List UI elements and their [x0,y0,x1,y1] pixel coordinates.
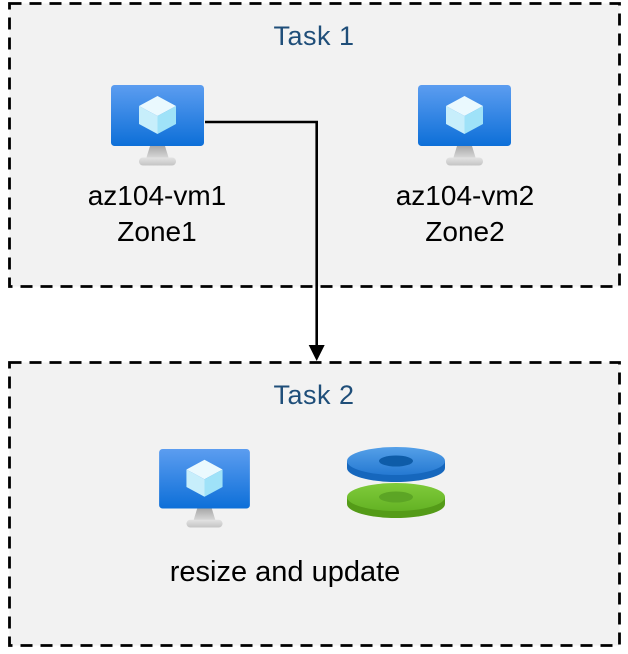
vm-zone: Zone2 [425,216,505,247]
vm-name: az104-vm2 [395,180,535,211]
cube-glyph [139,96,176,134]
arrow-down-icon [205,120,325,361]
task2-box [8,361,621,647]
task2-title: Task 2 [273,380,355,410]
vm-icon [159,448,250,528]
vm-zone: Zone1 [117,216,197,247]
disk-blue [347,447,445,482]
cube-glyph [186,459,223,497]
task1-box [8,2,621,288]
vm2-label: az104-vm2 Zone2 [345,178,585,250]
task2-caption: resize and update [169,556,401,588]
vm1-label: az104-vm1 Zone1 [37,178,277,250]
cube-glyph [446,96,483,134]
vm-name: az104-vm1 [87,180,227,211]
vm-icon [111,85,204,166]
azure-managed-disks-icon [347,447,445,518]
task1-title: Task 1 [273,21,355,51]
vm-icon [418,85,511,166]
disk-green [347,483,445,518]
